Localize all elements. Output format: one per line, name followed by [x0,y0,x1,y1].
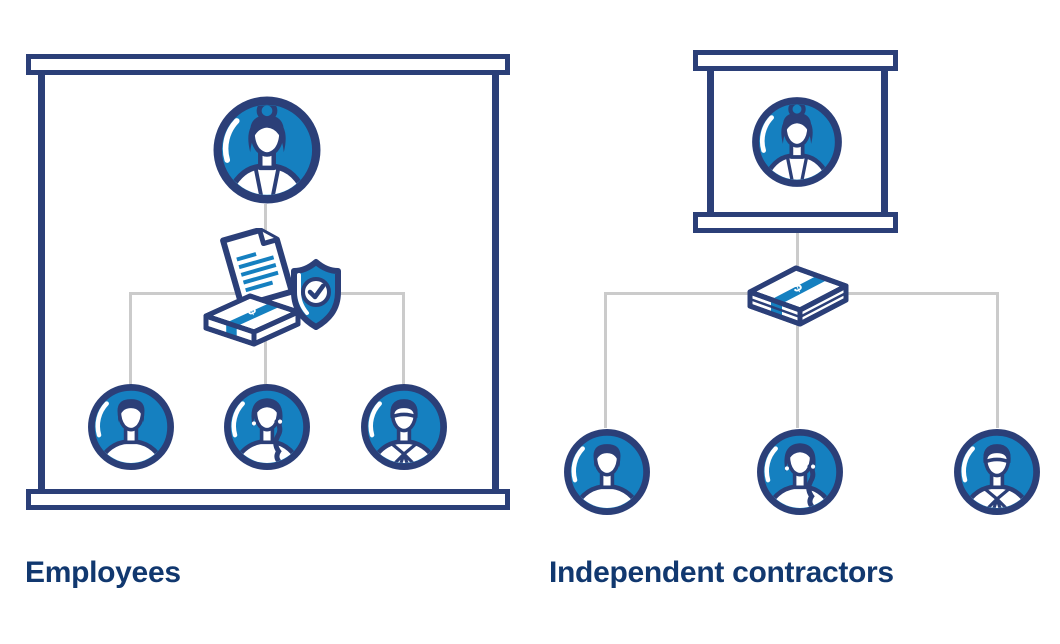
connector-line [604,292,607,428]
male-worker-avatar-icon [562,427,652,517]
frame-left-wall [707,70,714,213]
female-worker-avatar-icon [222,382,312,472]
cash-bundle-icon: $ [747,265,849,327]
female-worker-avatar-icon [755,427,845,517]
capped-worker-avatar-icon [359,382,449,472]
capped-worker-avatar-icon [952,427,1042,517]
frame-bottom-bar [693,212,898,233]
connector-line [129,292,132,384]
frame-top-bar [26,54,510,75]
frame-right-wall [881,70,888,213]
connector-line [796,232,799,294]
contract-money-shield-icon: $ [203,228,341,347]
employees-label: Employees [25,556,181,589]
manager-avatar-icon [750,95,844,189]
contract-document-icon [220,228,295,309]
frame-left-wall [38,75,45,489]
money-stack-icon: $ [203,293,301,347]
frame-top-bar [693,50,898,71]
connector-line [996,292,999,428]
connector-line [796,292,799,428]
contractors-label: Independent contractors [549,556,894,589]
frame-right-wall [492,75,499,489]
male-worker-avatar-icon [86,382,176,472]
shield-check-icon [291,259,341,330]
connector-line [402,292,405,384]
manager-avatar-icon [211,94,323,206]
frame-bottom-bar [26,489,510,510]
